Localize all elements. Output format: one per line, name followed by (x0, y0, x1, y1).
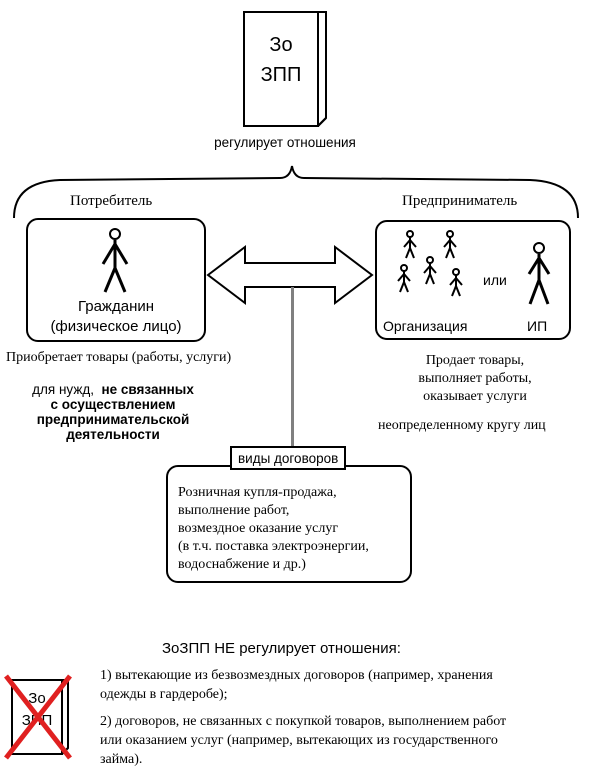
contracts-box (166, 465, 412, 583)
consumer-acquires: Приобретает товары (работы, услуги) (6, 350, 232, 365)
item1-line1: 1) вытекающие из безвозмездных договоров… (100, 668, 493, 683)
book-title-line2: ЗПП (260, 64, 302, 86)
contract-item-3: возмездное оказание услуг (178, 521, 339, 536)
sells-line2: выполняет работы, (418, 371, 532, 386)
double-arrow (206, 244, 374, 306)
contracts-list: Розничная купля-продажа, выполнение рабо… (178, 484, 369, 574)
not-regulated-item-1: 1) вытекающие из безвозмездных договоров… (100, 666, 493, 704)
org-label: Организация (383, 318, 468, 334)
citizen-line1: Гражданин (77, 298, 155, 315)
purpose-bold-1: не связанных (101, 382, 194, 397)
red-cross-icon (4, 674, 72, 760)
contract-item-2: выполнение работ, (178, 503, 290, 518)
book-title-line1: Зо (269, 34, 293, 56)
contracts-label: виды договоров (230, 446, 347, 470)
entrepreneur-circle: неопределенному кругу лиц (378, 418, 546, 433)
law-book-icon (243, 11, 327, 127)
curly-brace (13, 165, 579, 219)
contract-item-5: водоснабжение и др.) (178, 557, 306, 572)
item2-line1: 2) договоров, не связанных с покупкой то… (100, 714, 507, 729)
regulates-label: регулирует отношения (214, 135, 356, 150)
contract-item-4: (в т.ч. поставка электроэнергии, (178, 539, 369, 554)
sells-line3: оказывает услуги (423, 389, 527, 404)
book-title: Зо ЗПП (244, 30, 318, 90)
item2-line3: займа). (100, 752, 143, 767)
purpose-bold-3: предпринимательской (36, 412, 190, 427)
organization-people-icon (397, 230, 463, 297)
consumer-purpose: для нужд, не связанных с осуществлением … (0, 382, 226, 442)
or-label: или (483, 272, 507, 288)
ip-label: ИП (527, 318, 548, 334)
not-regulated-title: ЗоЗПП НЕ регулирует отношения: (162, 640, 401, 657)
crossed-book-line1: Зо (28, 690, 46, 707)
consumer-title: Потребитель (70, 193, 153, 209)
citizen-line2: (физическое лицо) (50, 318, 182, 335)
entrepreneur-sells: Продает товары, выполняет работы, оказыв… (385, 352, 565, 406)
item2-line2: или оказанием услуг (например, вытекающи… (100, 733, 498, 748)
citizen-label: Гражданин (физическое лицо) (28, 297, 204, 337)
entrepreneur-title: Предприниматель (402, 193, 518, 209)
purpose-bold-2: с осуществлением (50, 397, 176, 412)
ip-person-icon (527, 242, 551, 305)
item1-line2: одежды в гардеробе); (100, 687, 228, 702)
purpose-bold-4: деятельности (66, 427, 160, 442)
connector-line (291, 287, 294, 447)
purpose-prefix: для нужд, (32, 382, 94, 397)
not-regulated-item-2: 2) договоров, не связанных с покупкой то… (100, 712, 506, 769)
sells-line1: Продает товары, (425, 353, 525, 368)
contract-item-1: Розничная купля-продажа, (178, 485, 337, 500)
person-icon (101, 228, 129, 293)
